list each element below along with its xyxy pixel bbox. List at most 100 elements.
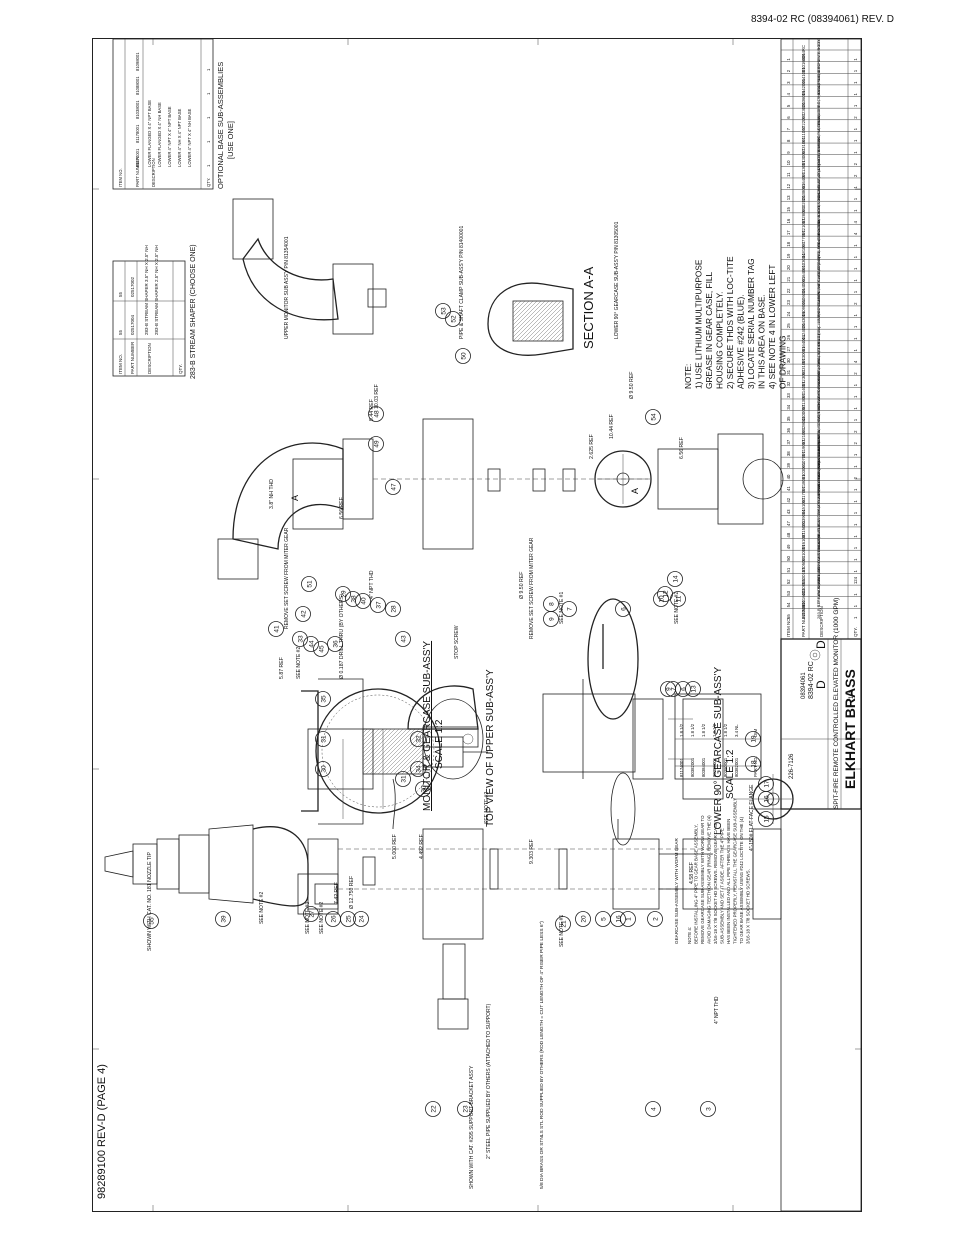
note-line: HOUSING COMPLETELY. <box>715 292 725 389</box>
see-note-label: SEE NOTE #3 <box>305 902 311 934</box>
svg-text:20: 20 <box>580 915 587 923</box>
bom-description: PIPE, 4" NPT <box>816 59 821 84</box>
optbase-header-part: PART NUMBER <box>135 157 140 187</box>
bom-part-number: 5705001 <box>801 555 806 572</box>
item-balloon: 54 <box>645 409 661 425</box>
upper-monitor-top <box>232 198 387 335</box>
bom-description: WASHER, THRUST <box>816 350 821 386</box>
svg-text:52: 52 <box>450 315 457 323</box>
svg-text:18: 18 <box>750 760 757 768</box>
bom-qty: 1 <box>853 197 858 200</box>
bom-item-no: 51 <box>786 567 791 572</box>
bom-part-number: 5728001 <box>801 416 806 433</box>
top-view-upper <box>407 685 484 780</box>
item-balloon: 6 <box>615 601 631 617</box>
svg-text:6: 6 <box>680 687 687 691</box>
item-balloon: 35 <box>315 691 331 707</box>
bom-item-no: 40 <box>786 474 791 479</box>
bom-description: 9.5" HANDWHEEL ASS'Y <box>816 39 821 72</box>
border-ticks <box>93 39 861 1211</box>
bom-item-no: 22 <box>786 288 791 293</box>
dimension-label: 5.000 REF <box>392 834 398 859</box>
note-line: GREASE IN GEAR CASE, FILL <box>704 272 714 389</box>
bom-qty: 1 <box>853 279 858 282</box>
drawing-scale: 1:4 <box>849 690 855 699</box>
note-line: 2) SECURE THDS WITH LOC-TITE <box>725 256 735 389</box>
callout-steel-pipe: 2" STEEL PIPE SUPPLIED BY OTHERS (ATTACH… <box>486 1003 492 1159</box>
bom-qty: 1 <box>853 255 858 258</box>
item-balloon: 37 <box>370 597 386 613</box>
bom-qty: 1 <box>853 314 858 317</box>
item-balloon: 39 <box>215 911 231 927</box>
bom-part-number: 6164001 <box>801 264 806 281</box>
item-balloon: 47 <box>385 479 401 495</box>
bom-qty: 2 <box>853 372 858 375</box>
svg-text:51: 51 <box>306 580 313 588</box>
svg-text:7: 7 <box>566 607 573 611</box>
svg-text:30: 30 <box>420 785 427 793</box>
bom-description: BUSHING - BRONZE BEARING <box>816 445 821 503</box>
bom-description: WASHER, LOCK <box>816 402 821 433</box>
bom-qty: 1 <box>853 267 858 270</box>
item-balloon: 20 <box>575 911 591 927</box>
item-balloon: 5 <box>595 911 611 927</box>
bom-description: SCREW, HEX HEAD <box>816 267 821 304</box>
item-balloon: 16 <box>610 911 626 927</box>
bom-description: GEARCASE, 90 DEGREE BRASS <box>816 138 821 200</box>
small-part: 80382001 <box>734 757 739 777</box>
misc-label: A <box>630 488 640 494</box>
optbase-qty: 1 <box>206 140 211 143</box>
bom-qty: 1 <box>853 151 858 154</box>
svg-text:10: 10 <box>658 595 665 603</box>
callout-nozzle: SHOWN WITH CAT. NO. 181 NOZZLE TIP <box>147 852 153 951</box>
bom-qty: 1 <box>853 523 858 526</box>
optbase-desc: LOWER FLANGED X 4" NH BASE <box>157 102 162 167</box>
bom-qty: 1 <box>853 104 858 107</box>
optbase-part: 81174001 <box>135 148 140 167</box>
item-balloon: 40 <box>355 593 371 609</box>
note4-line: BEFORE INSTALLING 4" PIPE TO GEAR BASE A… <box>694 824 699 944</box>
bom-qty: 1 <box>853 500 858 503</box>
dimension-label: 10.03 REF <box>374 384 380 409</box>
bom-part-number: 6107001 <box>801 450 806 467</box>
svg-text:7: 7 <box>670 687 677 691</box>
bom-qty: 2 <box>853 174 858 177</box>
item-balloon: 38 <box>345 591 361 607</box>
see-note-label: SEE NOTE #1 <box>559 592 565 624</box>
bom-qty: 2 <box>853 302 858 305</box>
small-val: 1.8 1/2 <box>679 723 684 737</box>
support-bracket <box>422 828 484 940</box>
shaper-item: 55 <box>118 291 123 297</box>
section-title: SECTION A-A <box>581 266 596 349</box>
handwheel-lower-left <box>610 772 636 846</box>
svg-text:23: 23 <box>462 1105 469 1113</box>
misc-label: A <box>290 495 300 501</box>
bom-item-no: 24 <box>786 311 791 316</box>
svg-text:24: 24 <box>358 915 365 923</box>
upper-handwheel <box>594 450 652 508</box>
bom-description: ORING AS-568 #116 <box>816 232 821 270</box>
note-line: OF DRAWING <box>778 335 788 389</box>
bom-description: SLEEVE (5/8) <box>816 163 821 189</box>
misc-label: PIPE & SHAFT CLAMP SUB-ASS'Y P/N 8140000… <box>459 226 465 339</box>
bom-part-number: 4020001 <box>801 578 806 595</box>
callout-rod: 5/8 DIA BRASS OR STNLS STL ROD SUPPLIED … <box>539 921 545 1189</box>
small-header-val: DIM <box>753 729 758 738</box>
svg-text:49: 49 <box>373 440 380 448</box>
bom-part-number: 4200001 <box>801 404 806 421</box>
svg-text:17: 17 <box>763 780 770 788</box>
monitor-head <box>297 873 339 915</box>
bom-part-number: 5718001 <box>801 474 806 491</box>
bom-part-number: 4424001 <box>801 322 806 339</box>
bom-part-number: 5721001 <box>801 427 806 444</box>
small-val: 1.8 1/2 <box>723 723 728 737</box>
item-balloon: 42 <box>295 606 311 622</box>
svg-text:15: 15 <box>763 815 770 823</box>
note-line: 3) LOCATE SERIAL NUMBER TAG <box>746 258 756 389</box>
bom-item-no: 19 <box>786 253 791 258</box>
svg-text:21: 21 <box>560 920 567 928</box>
bom-part-number: 1642001 <box>801 78 806 95</box>
item-balloon: 55 <box>143 913 159 929</box>
svg-text:54: 54 <box>650 413 657 421</box>
bom-qty: 1 <box>853 244 858 247</box>
